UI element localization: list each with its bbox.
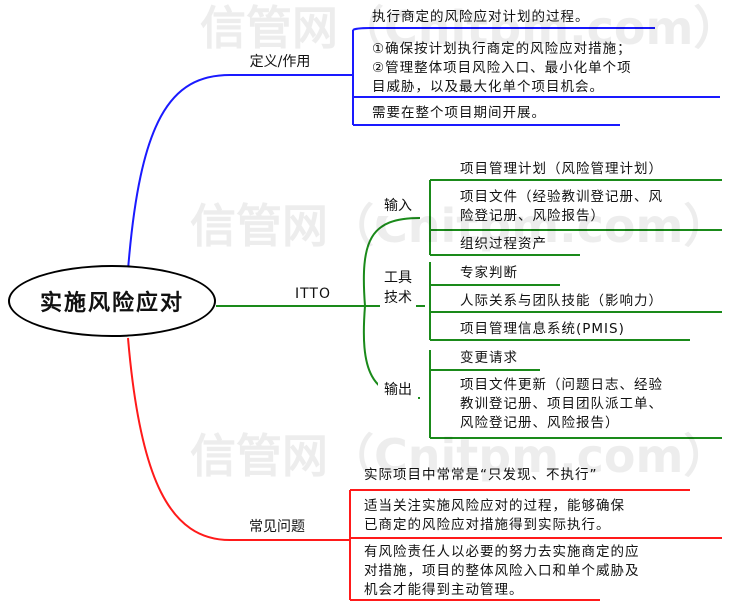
itto-tool-line: 项目管理信息系统(PMIS) [460, 321, 625, 337]
issues-item-line: 适当关注实施风险应对的过程，能够确保 [364, 498, 625, 514]
definition-connectors [127, 27, 720, 271]
issues-item-line: 机会才能得到主动管理。 [364, 582, 524, 598]
definition-item: 需要在整个项目期间开展。 [372, 104, 546, 123]
itto-input-item: 项目文件（经验教训登记册、风 险登记册、风险报告） [460, 188, 663, 226]
definition-item: ①确保按计划执行商定的风险应对措施； ②管理整体项目风险入口、最小化单个项 目威… [372, 40, 632, 97]
itto-inputs-label[interactable]: 输入 [378, 196, 418, 216]
definition-item-line: ①确保按计划执行商定的风险应对措施； [372, 41, 632, 57]
itto-outputs-label[interactable]: 输出 [378, 380, 418, 400]
definition-item-line: 执行商定的风险应对计划的过程。 [372, 9, 590, 25]
issues-item-line: 有风险责任人以必要的努力去实施商定的应 [364, 544, 640, 560]
itto-tools-label-line: 技术 [384, 290, 412, 306]
itto-tool-item: 专家判断 [460, 264, 518, 283]
branch-definition-label[interactable]: 定义/作用 [232, 52, 328, 72]
definition-item-line: 目威胁，以及最大化单个项目机会。 [372, 79, 604, 95]
itto-output-item: 变更请求 [460, 349, 518, 368]
itto-tool-item: 项目管理信息系统(PMIS) [460, 320, 625, 339]
issues-connectors [127, 337, 722, 601]
itto-connectors [216, 179, 722, 439]
issues-item-line: 实际项目中常常是“只发现、不执行” [364, 467, 598, 483]
itto-input-line: 组织过程资产 [460, 236, 547, 252]
itto-output-line: 教训登记册、项目团队派工单、 [460, 396, 663, 412]
itto-tool-line: 人际关系与团队技能（影响力） [460, 293, 663, 309]
issues-item: 实际项目中常常是“只发现、不执行” [364, 466, 598, 485]
issues-item-line: 已商定的风险应对措施得到实际执行。 [364, 517, 611, 533]
itto-tools-label-line: 工具 [384, 270, 412, 286]
itto-tool-line: 专家判断 [460, 265, 518, 281]
issues-item: 有风险责任人以必要的努力去实施商定的应 对措施，项目的整体风险入口和单个威胁及 … [364, 543, 640, 600]
itto-tool-item: 人际关系与团队技能（影响力） [460, 292, 663, 311]
itto-input-line: 项目文件（经验教训登记册、风 [460, 189, 663, 205]
itto-output-line: 项目文件更新（问题日志、经验 [460, 377, 663, 393]
issues-item: 适当关注实施风险应对的过程，能够确保 已商定的风险应对措施得到实际执行。 [364, 497, 625, 535]
itto-input-line: 项目管理计划（风险管理计划） [460, 161, 663, 177]
definition-item-line: ②管理整体项目风险入口、最小化单个项 [372, 60, 632, 76]
itto-input-line: 险登记册、风险报告） [460, 208, 605, 224]
branch-itto-label[interactable]: ITTO [288, 284, 338, 304]
itto-output-line: 风险登记册、风险报告） [460, 415, 620, 431]
root-topic[interactable]: 实施风险应对 [8, 265, 216, 337]
branch-issues-label[interactable]: 常见问题 [232, 517, 322, 537]
definition-item-line: 需要在整个项目期间开展。 [372, 105, 546, 121]
definition-item: 执行商定的风险应对计划的过程。 [372, 8, 590, 27]
itto-input-item: 项目管理计划（风险管理计划） [460, 160, 663, 179]
itto-tools-label[interactable]: 工具 技术 [380, 268, 416, 308]
itto-output-item: 项目文件更新（问题日志、经验 教训登记册、项目团队派工单、 风险登记册、风险报告… [460, 376, 663, 433]
issues-item-line: 对措施，项目的整体风险入口和单个威胁及 [364, 563, 640, 579]
itto-input-item: 组织过程资产 [460, 235, 547, 254]
itto-output-line: 变更请求 [460, 350, 518, 366]
